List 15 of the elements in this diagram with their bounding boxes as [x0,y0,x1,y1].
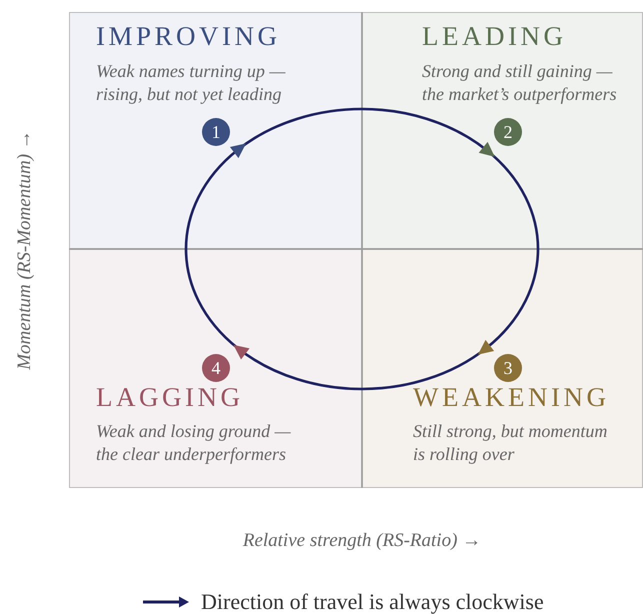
quadrant-panel [362,249,643,488]
quadrant-description: Weak names turning up — rising, but not yet leading [96,60,286,106]
quadrant-title: LAGGING [96,382,244,412]
quadrant-title: IMPROVING [96,21,281,51]
axis-label: Relative strength (RS-Ratio) → [242,530,482,552]
quadrant-panel [362,12,643,249]
quadrant-title: LEADING [422,21,566,51]
legend-text: Direction of travel is always clockwise [201,589,544,614]
quadrant-description: Weak and losing ground — the clear underperformers [96,420,292,466]
quadrant-title: WEAKENING [413,382,610,412]
axis-label: Momentum (RS-Momentum) → [14,130,36,370]
quadrant-panel [69,12,362,249]
quadrant-description: Strong and still gaining — the market’s outperformers [422,60,618,106]
quadrant-panel [69,249,362,488]
quadrant-description: Still strong, but momentum is rolling over [413,420,608,466]
